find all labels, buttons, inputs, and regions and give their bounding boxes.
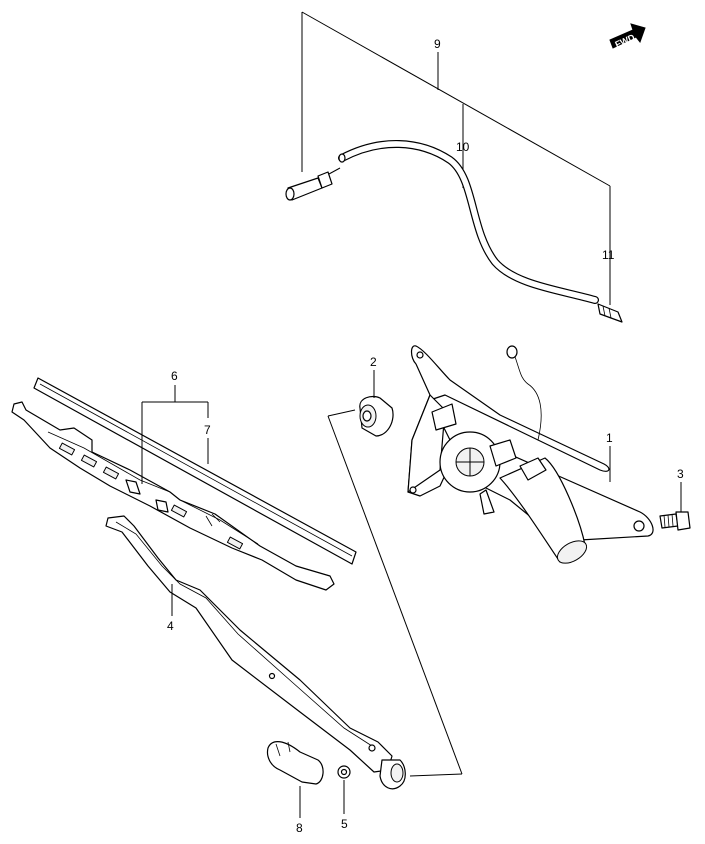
leader-lines-washer-group bbox=[301, 11, 611, 305]
callout-3: 3 bbox=[677, 467, 684, 481]
washer-nozzle bbox=[285, 167, 341, 201]
arm-cover bbox=[266, 741, 324, 785]
hose-connector bbox=[597, 303, 623, 323]
callout-5: 5 bbox=[341, 817, 348, 831]
callout-10: 10 bbox=[456, 140, 470, 154]
wiper-motor bbox=[407, 345, 654, 564]
wiper-arm bbox=[105, 515, 406, 790]
washer-hose bbox=[338, 139, 599, 304]
fwd-label: FWD bbox=[613, 32, 636, 50]
pivot-cap bbox=[359, 395, 394, 437]
fwd-arrow-icon: FWD bbox=[609, 23, 646, 50]
callout-labels: 9 10 11 2 1 3 6 7 4 8 5 bbox=[167, 37, 684, 835]
callout-2: 2 bbox=[370, 355, 377, 369]
arm-nut bbox=[337, 765, 351, 779]
wiper-blade bbox=[11, 377, 357, 591]
callout-4: 4 bbox=[167, 619, 174, 633]
motor-bolt bbox=[659, 511, 691, 531]
callout-7: 7 bbox=[204, 423, 211, 437]
callout-6: 6 bbox=[171, 369, 178, 383]
callout-11: 11 bbox=[602, 248, 615, 262]
callout-1: 1 bbox=[606, 431, 613, 445]
leader-lines-pivot bbox=[327, 409, 463, 777]
callout-8: 8 bbox=[296, 821, 303, 835]
callout-9: 9 bbox=[434, 37, 441, 51]
callout-leaders bbox=[141, 370, 682, 818]
